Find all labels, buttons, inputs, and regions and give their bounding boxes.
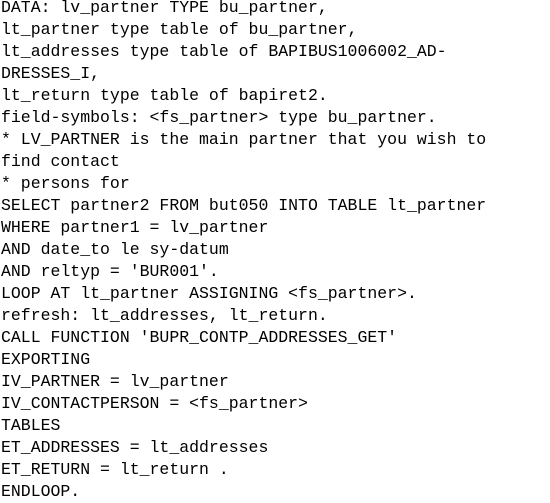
code-line: lt_partner type table of bu_partner,	[1, 20, 358, 39]
code-line: EXPORTING	[1, 350, 91, 369]
code-line: IV_PARTNER = lv_partner	[1, 372, 229, 391]
code-line: AND date_to le sy-datum	[1, 240, 229, 259]
code-comment-line: * persons for	[1, 174, 130, 193]
code-line: ET_ADDRESSES = lt_addresses	[1, 438, 269, 457]
code-line: SELECT partner2 FROM but050 INTO TABLE l…	[1, 196, 487, 215]
code-line: field-symbols: <fs_partner> type bu_part…	[1, 108, 437, 127]
code-line: WHERE partner1 = lv_partner	[1, 218, 269, 237]
code-line: AND reltyp = 'BUR001'.	[1, 262, 219, 281]
code-line: CALL FUNCTION 'BUPR_CONTP_ADDRESSES_GET'	[1, 328, 398, 347]
code-comment-line: find contact	[1, 152, 120, 171]
code-line: TABLES	[1, 416, 61, 435]
code-line: IV_CONTACTPERSON = <fs_partner>	[1, 394, 308, 413]
code-line: refresh: lt_addresses, lt_return.	[1, 306, 328, 325]
code-line: lt_return type table of bapiret2.	[1, 86, 328, 105]
code-line: DATA: lv_partner TYPE bu_partner,	[1, 0, 328, 17]
code-line: ET_RETURN = lt_return .	[1, 460, 229, 479]
code-line: DRESSES_I,	[1, 64, 101, 83]
code-line: lt_addresses type table of BAPIBUS100600…	[1, 42, 447, 61]
code-comment-line: * LV_PARTNER is the main partner that yo…	[1, 130, 487, 149]
code-line: LOOP AT lt_partner ASSIGNING <fs_partner…	[1, 284, 417, 303]
code-line: ENDLOOP.	[1, 482, 81, 501]
